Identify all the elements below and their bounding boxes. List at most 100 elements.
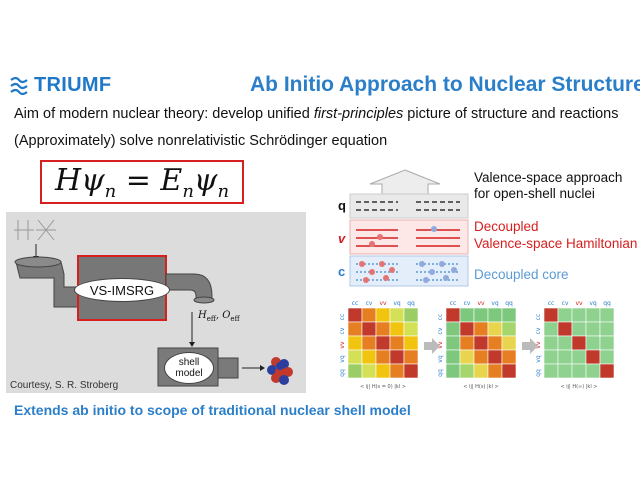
q-space-box	[349, 193, 469, 219]
matrix-caption: < ij| H(s) |kl >	[463, 384, 498, 390]
matrix-cell	[501, 363, 517, 379]
matrix-caption: < ij| H(s = 0) |kl >	[360, 384, 406, 390]
matrix-row-label: cv	[535, 327, 542, 334]
matrix-cell	[585, 335, 601, 351]
matrix-col-label: cv	[366, 300, 373, 307]
matrix-cell	[557, 349, 573, 365]
interaction-sketch-icon	[14, 219, 56, 241]
slide-title: Ab Initio Approach to Nuclear Structure	[250, 73, 640, 96]
matrix-cell	[557, 335, 573, 351]
intro-line-1-b: picture of structure and reactions	[403, 106, 619, 122]
matrix-cell	[599, 307, 615, 323]
imsrg-pipeline-diagram: VS-IMSRG Heff, Oeff shell model	[6, 212, 306, 393]
matrix-col-label: vv	[477, 300, 485, 307]
matrix-cell	[347, 321, 363, 337]
matrix-cell	[557, 307, 573, 323]
decoupled-text-1: Decoupled	[474, 219, 539, 234]
matrix-cell	[571, 321, 587, 337]
matrix-row-label: cv	[437, 327, 444, 334]
matrix-cell	[473, 363, 489, 379]
flow-arrow-icon	[424, 338, 440, 354]
matrix-cell	[501, 349, 517, 365]
v-label: v	[338, 231, 346, 246]
triumf-logo-icon	[10, 76, 28, 95]
matrix-cell	[599, 349, 615, 365]
matrix-cell	[389, 335, 405, 351]
matrix-cell	[389, 349, 405, 365]
schrodinger-equation: Hψn = Enψn	[40, 160, 244, 204]
matrix-row-label: qq	[437, 369, 444, 377]
matrix-cell	[599, 335, 615, 351]
footer-text: Extends ab initio to scope of traditiona…	[14, 402, 411, 418]
matrix-caption: < ij| H(∞) |kl >	[561, 384, 598, 390]
matrix-cell	[445, 335, 461, 351]
up-arrow-icon	[369, 169, 441, 195]
matrix-cell	[361, 335, 377, 351]
matrix-cell	[487, 321, 503, 337]
matrix-row-label: vq	[437, 355, 444, 363]
matrix-cell	[403, 363, 419, 379]
vs-imsrg-label: VS-IMSRG	[74, 278, 170, 302]
decoupled-text-2: Valence-space Hamiltonian	[474, 236, 638, 251]
decoupled-core-text: Decoupled core	[474, 267, 569, 282]
shell-model-line-1: shell	[178, 357, 200, 368]
matrix-cell	[445, 307, 461, 323]
effective-operators-label: Heff, Oeff	[198, 310, 240, 323]
matrix-cell	[473, 349, 489, 365]
matrix-col-label: cv	[464, 300, 471, 307]
c-label: c	[338, 264, 346, 279]
courtesy-credit: Courtesy, S. R. Stroberg	[10, 380, 119, 391]
valence-approach-text-1: Valence-space approach	[474, 170, 623, 185]
matrix-cell	[403, 321, 419, 337]
matrix-cell	[375, 307, 391, 323]
matrix-cell	[389, 307, 405, 323]
matrix-cell	[375, 363, 391, 379]
matrix-cell	[473, 321, 489, 337]
valence-approach-text-2: for open-shell nuclei	[474, 186, 595, 201]
matrix-cell	[389, 363, 405, 379]
matrix-col-label: cc	[352, 300, 359, 307]
matrix-cell	[585, 349, 601, 365]
matrix-cell	[375, 321, 391, 337]
matrix-cell	[571, 307, 587, 323]
matrix-row-label: qq	[339, 369, 346, 377]
logo-text: TRIUMF	[34, 74, 112, 96]
matrix-col-label: cc	[548, 300, 555, 307]
matrix-cell	[585, 363, 601, 379]
matrix-row-label: vq	[535, 355, 542, 363]
matrix-cell	[599, 321, 615, 337]
matrix-col-label: vq	[589, 300, 597, 307]
matrix-cell	[403, 335, 419, 351]
matrix-row-label: vv	[535, 341, 542, 349]
matrix-row-label: qq	[535, 369, 542, 377]
matrix-cell	[347, 335, 363, 351]
matrix-cell	[361, 321, 377, 337]
matrix-row-label: vv	[339, 341, 346, 349]
vs-imsrg-text: VS-IMSRG	[89, 282, 155, 298]
matrix-cell	[347, 307, 363, 323]
matrix-col-label: qq	[603, 300, 611, 307]
matrix-cell	[445, 321, 461, 337]
matrix-cell	[599, 363, 615, 379]
matrix-cell	[347, 363, 363, 379]
matrix-cell	[585, 321, 601, 337]
matrix-col-label: vv	[379, 300, 387, 307]
matrix-cell	[445, 349, 461, 365]
matrix-cell	[473, 307, 489, 323]
intro-line-1-emphasis: first-principles	[313, 106, 404, 122]
matrix-cell	[403, 307, 419, 323]
matrix-row-label: cc	[437, 314, 444, 321]
intro-line-1-a: Aim of modern nuclear theory: develop un…	[14, 106, 314, 122]
matrix-cell	[459, 335, 475, 351]
matrix-col-label: qq	[505, 300, 513, 307]
valence-space-diagram	[349, 169, 469, 287]
matrix-row-label: cc	[535, 314, 542, 321]
matrix-cell	[375, 349, 391, 365]
equation-text: Hψn = Enψn	[54, 162, 230, 202]
matrix-cell	[557, 321, 573, 337]
matrix-cell	[347, 349, 363, 365]
matrix-cell	[501, 307, 517, 323]
